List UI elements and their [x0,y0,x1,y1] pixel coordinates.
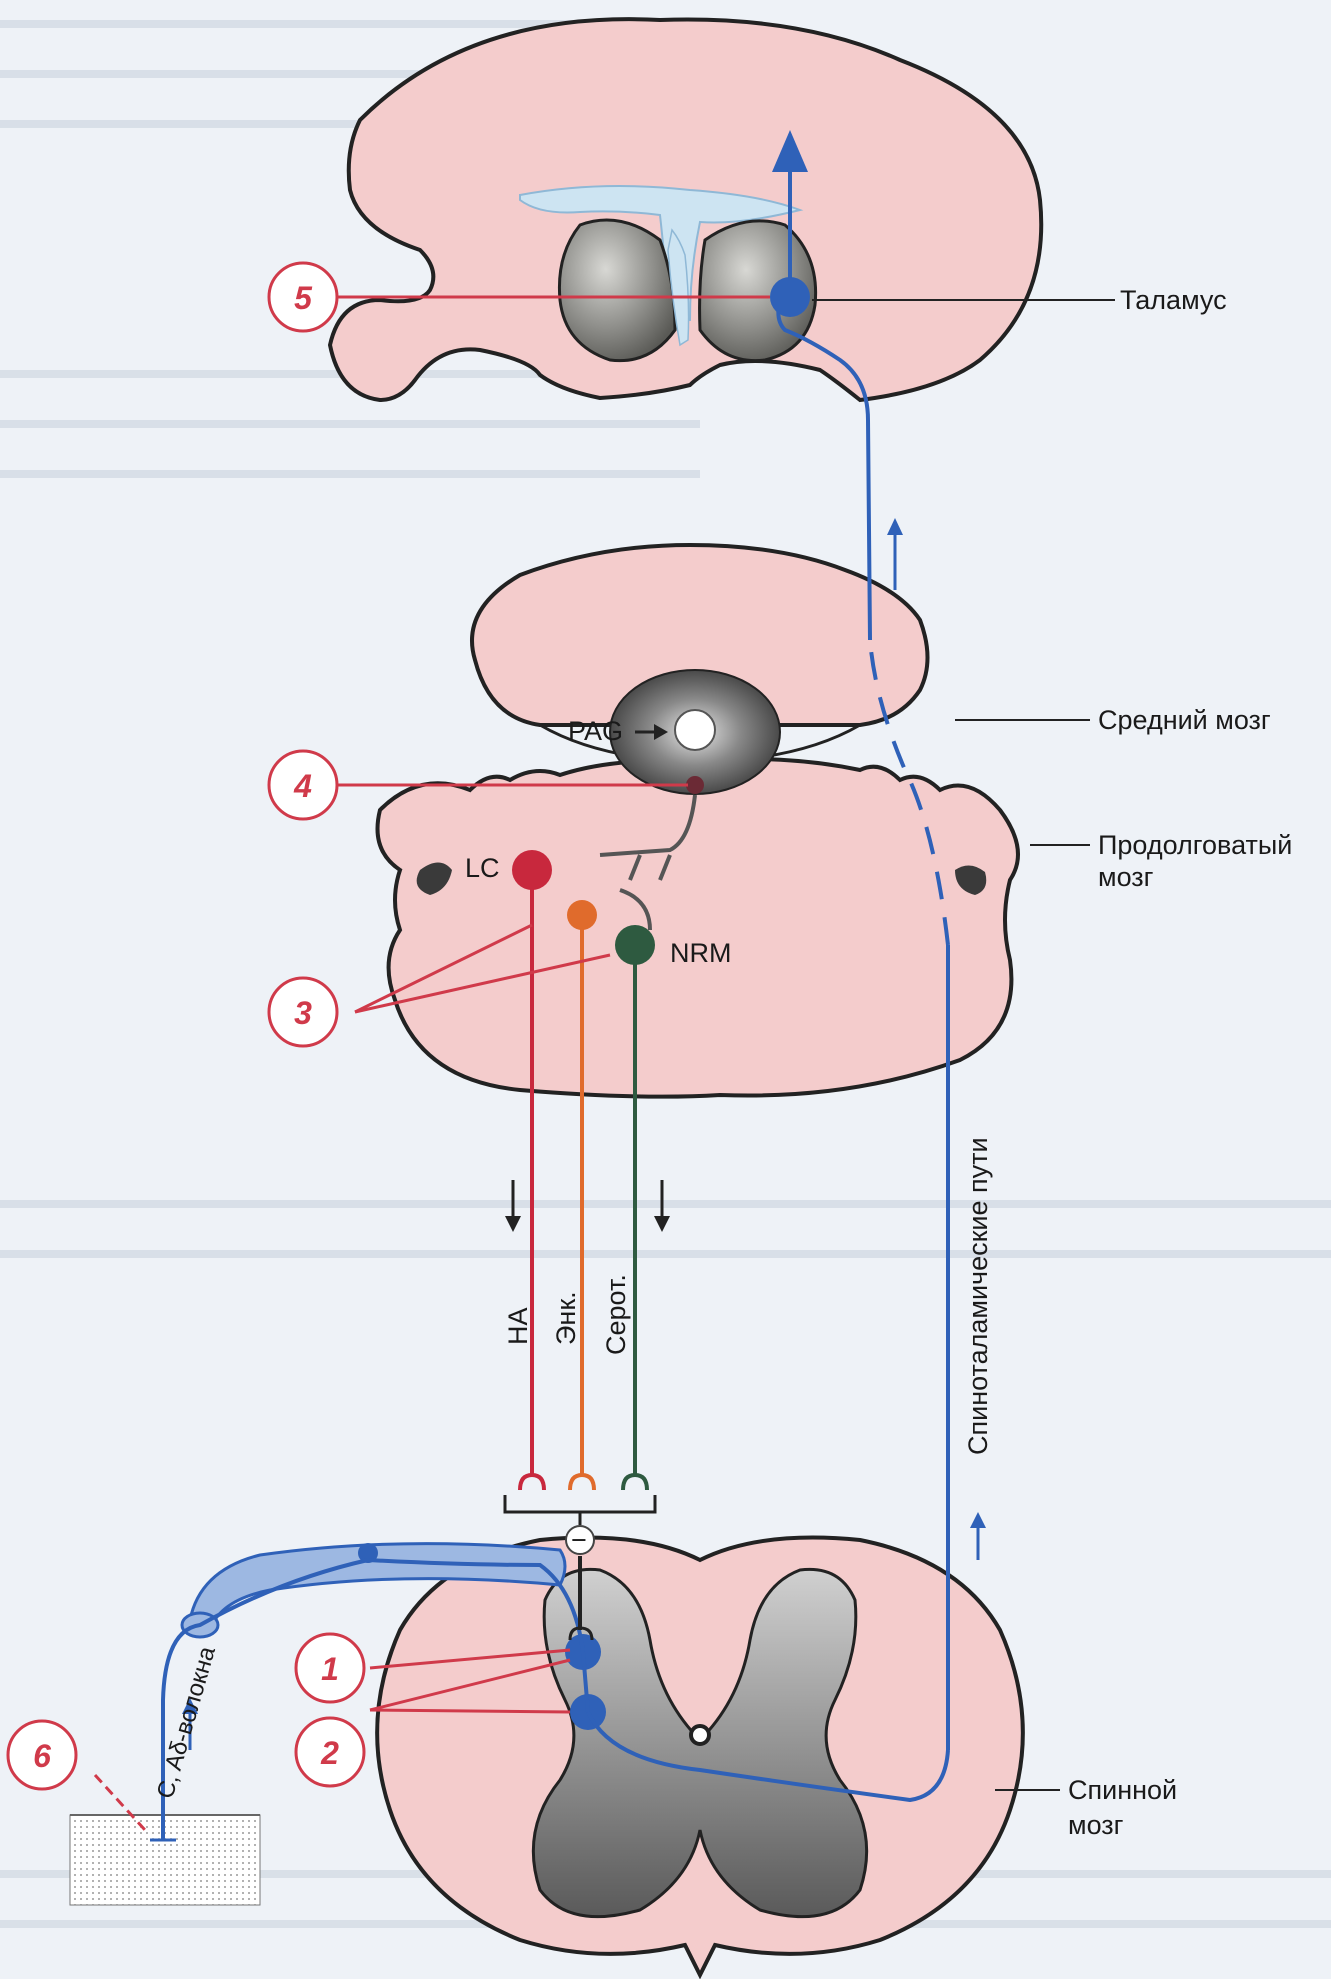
midbrain-outline [470,542,930,727]
label-spinal-line2: мозг [1068,1810,1124,1840]
thalamus-up-arrow [772,130,808,172]
thalamus-neuron [770,277,810,317]
lateral-ventricles [519,185,804,324]
label-pag: PAG [568,716,623,746]
svg-text:4: 4 [293,768,312,804]
label-enk: Энк. [551,1291,581,1345]
nrm-terminal [621,1472,649,1491]
pag-to-brainstem [599,794,697,931]
svg-text:6: 6 [33,1738,51,1774]
svg-text:1: 1 [321,1651,339,1687]
cerebral-aqueduct [674,709,716,751]
label-midbrain: Средний мозг [1098,705,1271,735]
drg-cell-body [358,1543,378,1563]
terminal-brace [503,1495,657,1525]
label-na: НА [503,1307,533,1345]
label-medulla-line2: мозг [1098,862,1154,892]
descending-pathways: − [503,794,697,1641]
spinal-cord-section [375,1535,1025,1979]
afferent-fiber [161,1557,590,1840]
marker-1: 1 [294,1632,366,1704]
direction-arrows [182,518,986,1750]
medulla-notch-left [416,862,452,895]
label-spinothalamic: Спиноталамические пути [963,1137,993,1455]
spinothalamic-pathway [586,160,950,1803]
pathway-midbrain-to-thalamus [776,299,872,641]
third-ventricle [667,228,690,347]
medulla-notch-right [955,865,987,895]
afferent-endings [150,1828,176,1842]
svg-text:2: 2 [320,1735,339,1771]
nrm-neuron [615,925,655,965]
label-spinal-line1: Спинной [1068,1775,1177,1805]
brainstem-section [375,542,1020,1099]
label-thalamus: Таламус [1120,285,1227,315]
lc-terminal [518,1472,546,1491]
marker-pointers [93,295,770,1832]
svg-text:3: 3 [294,995,312,1031]
enk-neuron [567,900,597,930]
label-nrm: NRM [670,938,732,968]
inhibition-sign: − [571,1525,587,1555]
marker-4: 4 [267,749,339,821]
brain-section [327,17,1044,403]
label-lc: LC [465,853,500,883]
marker-6: 6 [6,1719,78,1791]
marker-2: 2 [294,1716,366,1788]
leader-lines [812,299,1115,1791]
inhibition-synapse [568,1626,594,1641]
inhibition-circle [565,1525,595,1555]
medulla-outline [375,756,1020,1099]
lc-neuron [512,850,552,890]
pathway-medulla-dashed [868,639,950,946]
svg-text:5: 5 [294,280,313,316]
label-serot: Серот. [601,1274,631,1355]
central-canal [689,1724,711,1746]
label-medulla-line1: Продолговатый [1098,830,1292,860]
marker-5: 5 [267,261,339,333]
marker-3: 3 [267,976,339,1048]
pag-neuron [686,776,704,794]
enk-terminal [568,1472,596,1491]
primary-afferent [150,1542,590,1842]
pathway-cord-crossing [586,1711,950,1803]
thalamus-left [557,218,677,363]
